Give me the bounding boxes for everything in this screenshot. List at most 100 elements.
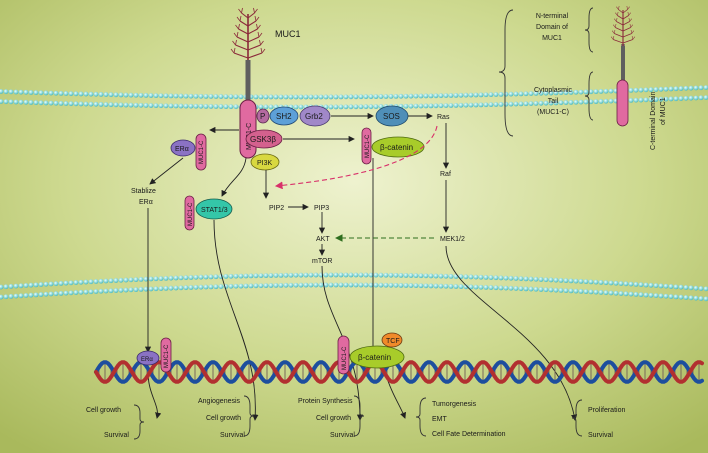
membrane-bead bbox=[193, 93, 199, 99]
membrane-bead bbox=[373, 94, 379, 100]
membrane-bead bbox=[0, 294, 4, 300]
legend: N-terminal Domain of MUC1 Cytoplasmic Ta… bbox=[498, 5, 667, 150]
membrane-bead bbox=[353, 94, 359, 100]
membrane-bead bbox=[688, 285, 694, 291]
muc1c-catenin-top bbox=[361, 127, 372, 165]
membrane-bead bbox=[323, 94, 329, 100]
akt-label: AKT bbox=[316, 236, 330, 243]
membrane-bead bbox=[208, 274, 214, 280]
membrane-bead bbox=[678, 284, 684, 290]
membrane-bead bbox=[663, 86, 669, 92]
membrane-bead bbox=[603, 290, 609, 296]
legend-c-0: C-terminal Domain bbox=[650, 92, 657, 150]
sh2-node bbox=[269, 106, 299, 126]
membrane-bead bbox=[343, 94, 349, 100]
tree-twig bbox=[629, 23, 631, 28]
arrow-era-stabilize bbox=[149, 157, 184, 185]
membrane-bead bbox=[58, 291, 64, 296]
legend-muc1c-bar bbox=[616, 79, 629, 127]
legend-c-1: of MUC1 bbox=[660, 97, 667, 125]
membrane-bead bbox=[268, 94, 274, 100]
mek-label: MEK1/2 bbox=[440, 236, 465, 243]
membrane-bead bbox=[73, 101, 79, 107]
membrane-bead bbox=[653, 293, 659, 299]
stat-node bbox=[195, 198, 233, 220]
membrane-bead bbox=[498, 102, 504, 107]
membrane-bead bbox=[98, 102, 104, 107]
membrane-bead bbox=[668, 284, 674, 289]
tree-twig bbox=[610, 36, 614, 40]
membrane-bead bbox=[498, 92, 504, 97]
membrane-bead bbox=[273, 94, 279, 100]
membrane-bead bbox=[213, 284, 219, 290]
membrane-bead bbox=[583, 89, 589, 95]
membrane-bead bbox=[658, 86, 664, 92]
membrane-bead bbox=[353, 104, 359, 110]
gsk3b-node bbox=[245, 129, 283, 149]
membrane-bead bbox=[103, 278, 109, 284]
membrane-bead bbox=[658, 96, 664, 102]
tree-twig bbox=[232, 40, 236, 46]
membrane-bead bbox=[73, 280, 79, 285]
membrane-bead bbox=[18, 283, 24, 289]
legend-brace-n bbox=[584, 7, 594, 53]
membrane-bead bbox=[563, 278, 569, 284]
membrane-bead bbox=[448, 103, 454, 108]
membrane-bead bbox=[333, 104, 339, 110]
tree-twig bbox=[613, 29, 616, 34]
membrane-bead bbox=[158, 93, 164, 99]
membrane-bead bbox=[188, 285, 194, 290]
membrane-bead bbox=[578, 99, 584, 105]
membrane-bead bbox=[13, 89, 19, 95]
membrane-bead bbox=[468, 102, 474, 108]
membrane-bead bbox=[43, 291, 49, 297]
membrane-bead bbox=[583, 289, 589, 295]
membrane-bead bbox=[523, 286, 529, 292]
membrane-bead bbox=[458, 102, 464, 108]
membrane-bead bbox=[483, 92, 489, 98]
membrane-bead bbox=[533, 276, 539, 282]
legend-cyto-0: Cytoplasmic bbox=[534, 87, 573, 94]
tree-branch bbox=[613, 39, 624, 44]
tree-twig bbox=[254, 15, 257, 22]
membrane-bead bbox=[98, 92, 104, 97]
membrane-bead bbox=[323, 272, 329, 278]
tree-branch bbox=[622, 39, 633, 44]
membrane-bead bbox=[443, 93, 449, 99]
membrane-bead bbox=[398, 283, 404, 288]
membrane-bead bbox=[408, 103, 414, 109]
tree-branch bbox=[239, 20, 249, 27]
membrane-bead bbox=[663, 293, 669, 299]
membrane-bead bbox=[618, 291, 624, 296]
membrane-bead bbox=[383, 282, 389, 288]
membrane-bead bbox=[683, 295, 689, 300]
membrane-bead bbox=[638, 292, 644, 298]
tcf-node bbox=[381, 332, 403, 348]
tree-twig bbox=[627, 6, 630, 10]
membrane-bead bbox=[333, 272, 339, 278]
brace-g5 bbox=[571, 399, 583, 437]
outcome-g4-1: EMT bbox=[432, 416, 448, 423]
membrane-bead bbox=[133, 277, 139, 283]
membrane-bead bbox=[488, 285, 494, 290]
tree-twig bbox=[236, 31, 239, 38]
tree-twig bbox=[616, 6, 619, 10]
membrane-bead bbox=[48, 281, 54, 287]
stabilize-line1: Stablize bbox=[131, 188, 156, 195]
tree-twig bbox=[235, 24, 239, 30]
membrane-bead bbox=[258, 94, 264, 100]
membrane-bead bbox=[358, 282, 364, 288]
membrane-bead bbox=[163, 93, 169, 99]
membrane-bead bbox=[173, 93, 179, 99]
membrane-bead bbox=[213, 104, 219, 109]
membrane-bead bbox=[418, 103, 424, 109]
membrane-bead bbox=[343, 272, 349, 278]
muc1-label: MUC1 bbox=[275, 29, 301, 39]
muc1c-catenin-top-label: MUC1-C bbox=[365, 134, 371, 158]
membrane-bead bbox=[558, 277, 564, 283]
membrane-bead bbox=[418, 93, 424, 99]
membrane-bead bbox=[423, 273, 429, 279]
membrane-bead bbox=[293, 272, 299, 278]
pip2-label: PIP2 bbox=[269, 205, 284, 212]
dna-strand-red bbox=[94, 360, 704, 384]
